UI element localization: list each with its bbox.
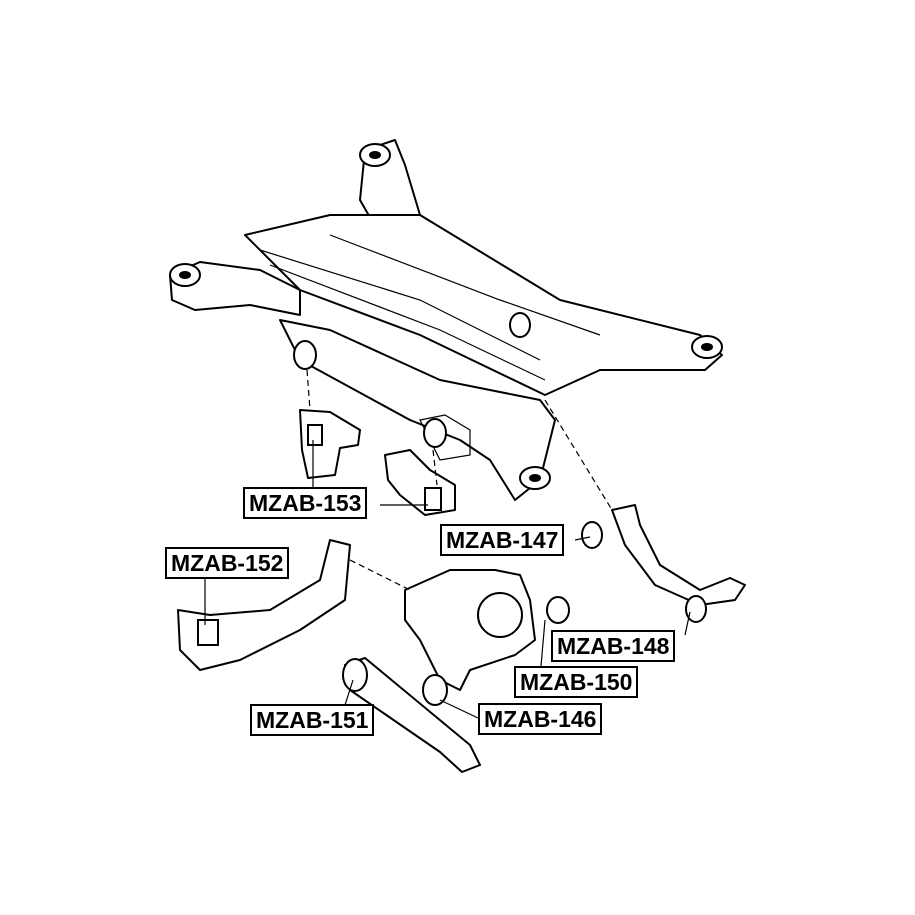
dashed-guide-lines (306, 369, 613, 591)
subframe-bushings (169, 143, 723, 490)
label-mzab-150: MZAB-150 (514, 666, 639, 698)
differential-mounts (299, 409, 456, 516)
label-mzab-151: MZAB-151 (250, 704, 375, 736)
label-mzab-148: MZAB-148 (551, 630, 676, 662)
leader-lines (204, 440, 691, 719)
label-mzab-147: MZAB-147 (440, 524, 565, 556)
upper-arm (581, 504, 746, 623)
rear-subframe (169, 139, 723, 501)
trailing-arm (177, 539, 351, 671)
label-mzab-153: MZAB-153 (243, 487, 368, 519)
knuckle (404, 569, 570, 691)
label-mzab-146: MZAB-146 (478, 703, 603, 735)
label-mzab-152: MZAB-152 (165, 547, 290, 579)
lower-link (342, 657, 481, 773)
